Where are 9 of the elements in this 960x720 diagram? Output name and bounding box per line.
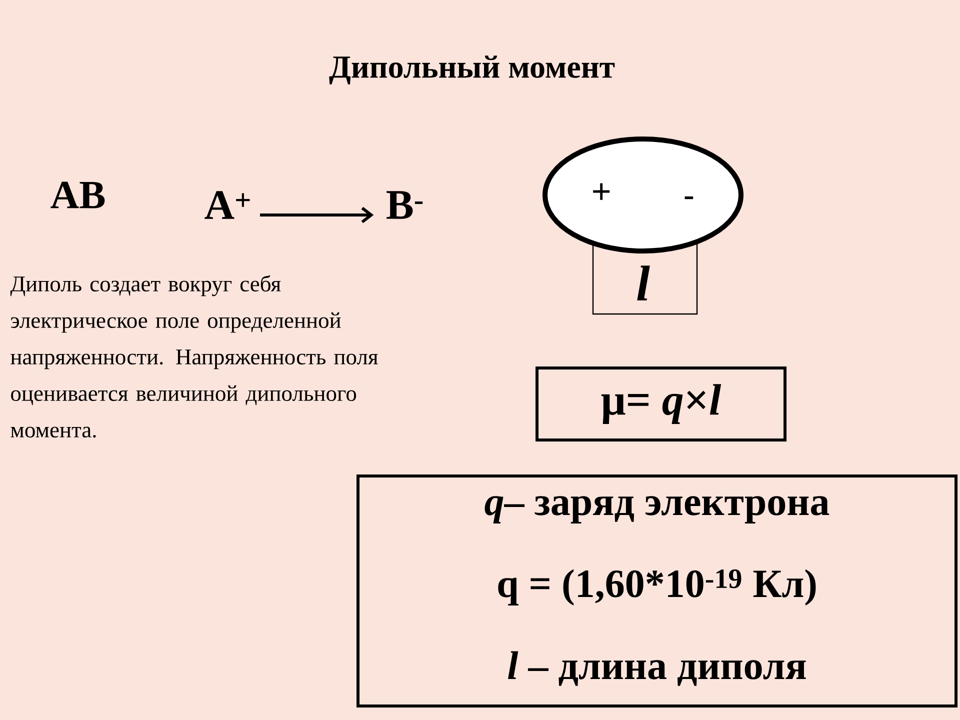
ion-label: B$^{-}$ <box>386 191 423 219</box>
definition-box: q– заряд электрона q = (1,60*10$^{-19}$ Кл) l – длина диполя <box>356 474 958 708</box>
formula-box: μ= q×l <box>536 366 787 442</box>
title: Дипольный момент <box>329 56 615 84</box>
molecule-label: AB <box>50 182 105 208</box>
ion-label: A$^{+}$ <box>204 191 250 219</box>
description-text: Диполь создает вокруг себя электрическое поле определенной напряженности. Напряженность поля оценивается величиной дипольного момента. <box>10 275 378 438</box>
length-label: l <box>637 266 650 300</box>
arrow <box>260 206 374 224</box>
